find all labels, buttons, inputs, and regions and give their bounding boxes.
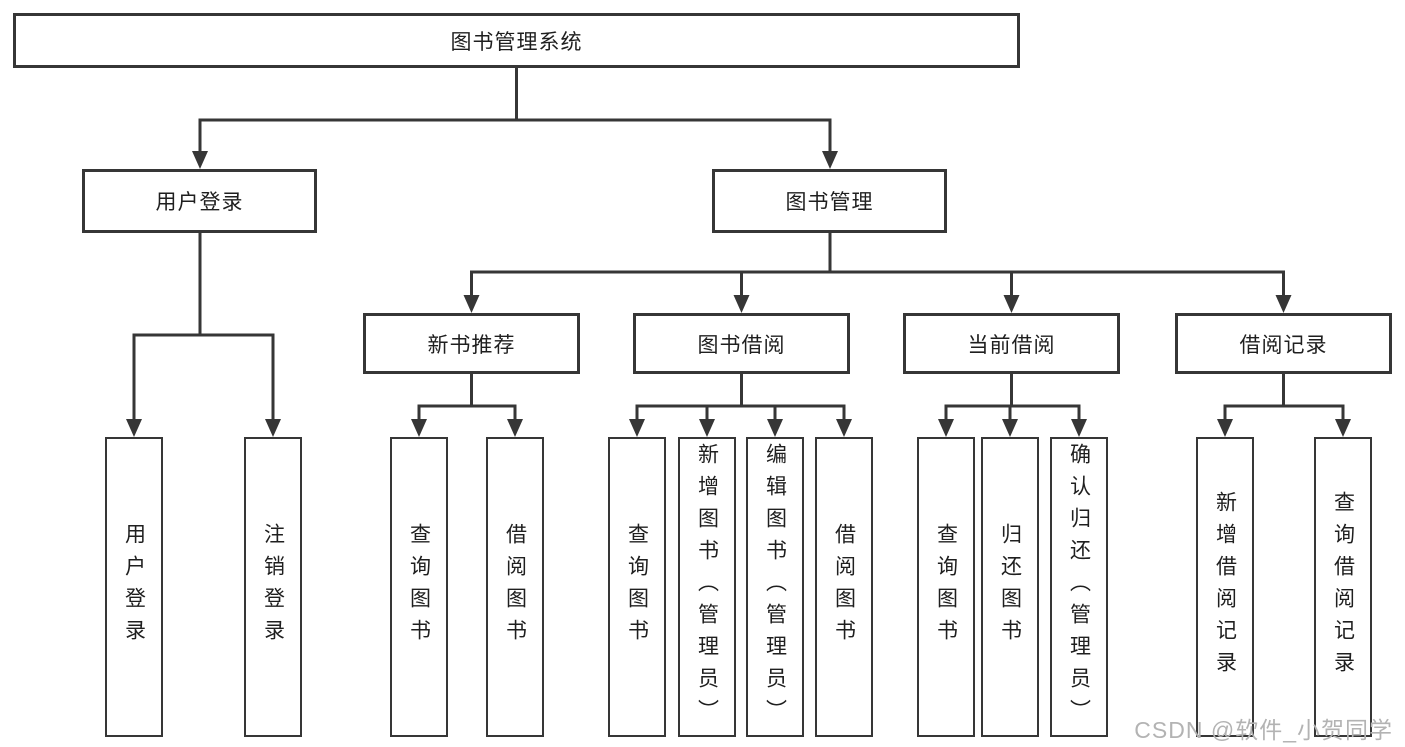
leaf-query-books-3-label: 查询图书 bbox=[934, 523, 958, 651]
leaf-edit-book-admin: 编辑图书（管理员） bbox=[746, 437, 804, 737]
node-user-login: 用户登录 bbox=[82, 169, 317, 233]
leaf-borrow-books-1: 借阅图书 bbox=[486, 437, 544, 737]
leaf-query-books-1: 查询图书 bbox=[390, 437, 448, 737]
node-new-book-recommend-label: 新书推荐 bbox=[427, 333, 516, 357]
csdn-watermark: CSDN @软件_小贺同学 bbox=[1134, 717, 1393, 743]
leaf-borrow-books-2-label: 借阅图书 bbox=[832, 523, 856, 651]
leaf-logout-label: 注销登录 bbox=[261, 523, 285, 651]
node-library-system-label: 图书管理系统 bbox=[450, 30, 583, 54]
leaf-user-login: 用户登录 bbox=[105, 437, 163, 737]
node-borrow-records-label: 借阅记录 bbox=[1239, 333, 1328, 357]
node-borrow-records: 借阅记录 bbox=[1175, 313, 1392, 374]
leaf-return-books: 归还图书 bbox=[981, 437, 1039, 737]
node-new-book-recommend: 新书推荐 bbox=[363, 313, 580, 374]
leaf-add-borrow-record-label: 新增借阅记录 bbox=[1213, 491, 1237, 683]
node-book-borrowing-label: 图书借阅 bbox=[697, 333, 786, 357]
node-current-borrowing-label: 当前借阅 bbox=[967, 333, 1056, 357]
node-book-management-label: 图书管理 bbox=[785, 191, 874, 214]
leaf-query-books-2-label: 查询图书 bbox=[625, 523, 649, 651]
leaf-user-login-label: 用户登录 bbox=[122, 523, 146, 651]
leaf-query-books-1-label: 查询图书 bbox=[407, 523, 431, 651]
leaf-confirm-return-admin: 确认归还（管理员） bbox=[1050, 437, 1108, 737]
leaf-query-borrow-record-label: 查询借阅记录 bbox=[1331, 491, 1355, 683]
leaf-add-borrow-record: 新增借阅记录 bbox=[1196, 437, 1254, 737]
leaf-confirm-return-admin-label: 确认归还（管理员） bbox=[1067, 443, 1091, 731]
leaf-query-books-2: 查询图书 bbox=[608, 437, 666, 737]
node-current-borrowing: 当前借阅 bbox=[903, 313, 1120, 374]
leaf-borrow-books-1-label: 借阅图书 bbox=[503, 523, 527, 651]
leaf-query-borrow-record: 查询借阅记录 bbox=[1314, 437, 1372, 737]
leaf-add-book-admin: 新增图书（管理员） bbox=[678, 437, 736, 737]
node-user-login-label: 用户登录 bbox=[155, 191, 244, 214]
leaf-edit-book-admin-label: 编辑图书（管理员） bbox=[763, 443, 787, 731]
node-book-management: 图书管理 bbox=[712, 169, 947, 233]
leaf-logout: 注销登录 bbox=[244, 437, 302, 737]
leaf-borrow-books-2: 借阅图书 bbox=[815, 437, 873, 737]
leaf-query-books-3: 查询图书 bbox=[917, 437, 975, 737]
leaf-return-books-label: 归还图书 bbox=[998, 523, 1022, 651]
node-book-borrowing: 图书借阅 bbox=[633, 313, 850, 374]
leaf-add-book-admin-label: 新增图书（管理员） bbox=[695, 443, 719, 731]
node-library-system: 图书管理系统 bbox=[13, 13, 1020, 68]
